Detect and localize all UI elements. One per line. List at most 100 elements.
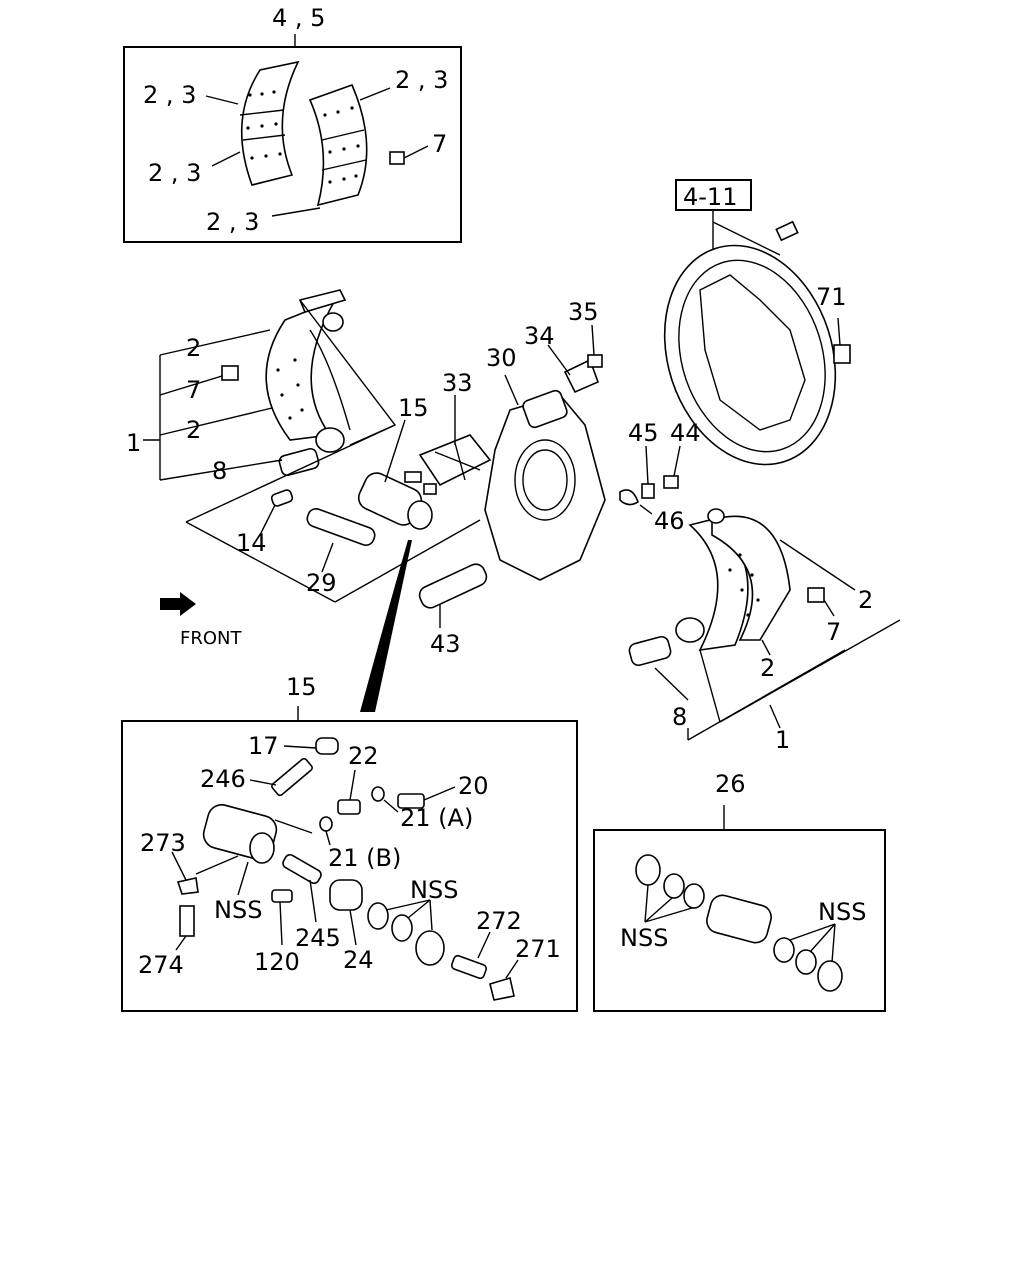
label-shoe-2-left-a: 2 bbox=[186, 334, 201, 362]
brake-lining-left[interactable] bbox=[240, 60, 300, 186]
brake-bracket-group: 30 33 34 35 45 44 46 43 bbox=[417, 298, 701, 658]
label-rivet-7-top: 7 bbox=[432, 130, 447, 158]
detail-inset-frame bbox=[121, 720, 578, 1012]
label-part-20: 20 bbox=[458, 772, 489, 800]
lining-inset: 4 , 5 7 2 , 3 2 , 3 2 , 3 2 , 3 bbox=[123, 4, 462, 243]
front-indicator: FRONT bbox=[160, 592, 242, 649]
label-part-22: 22 bbox=[348, 742, 379, 770]
label-shoe-2-right-b: 2 bbox=[760, 654, 775, 682]
label-lining-2-3-d: 2 , 3 bbox=[206, 208, 259, 236]
shoe-roller-left[interactable] bbox=[315, 427, 345, 453]
clip-part-45[interactable] bbox=[641, 483, 655, 499]
label-part-45: 45 bbox=[628, 419, 659, 447]
bolt-part-272[interactable] bbox=[450, 954, 488, 980]
bolt-part-71[interactable] bbox=[833, 344, 851, 364]
kit-seal-d[interactable] bbox=[773, 937, 795, 963]
brake-bracket-30[interactable] bbox=[484, 394, 606, 581]
label-part-274: 274 bbox=[138, 951, 184, 979]
label-assy-4-11: 4-11 bbox=[683, 183, 737, 211]
bolt-top-plate[interactable] bbox=[775, 220, 799, 242]
label-part-271: 271 bbox=[515, 935, 561, 963]
bolt-part-20[interactable] bbox=[397, 793, 425, 809]
label-kit-nss-right: NSS bbox=[818, 898, 866, 926]
bleeder-cap-17[interactable] bbox=[315, 737, 339, 755]
pin-part-14[interactable] bbox=[270, 489, 294, 507]
wheel-cylinder-detail-inset: 15 17 246 22 20 21 (A) 21 (B) NSS bbox=[121, 673, 578, 1012]
roller-part-8[interactable] bbox=[278, 447, 320, 477]
label-kit-26: 26 bbox=[715, 770, 746, 798]
front-arrow-icon bbox=[160, 592, 196, 616]
clip-part-34[interactable] bbox=[563, 358, 600, 394]
label-bolt-71: 71 bbox=[816, 283, 847, 311]
detail-pointer bbox=[360, 540, 412, 712]
kit-seal-b[interactable] bbox=[663, 873, 685, 899]
label-part-245: 245 bbox=[295, 924, 341, 952]
label-lining-2-3-c: 2 , 3 bbox=[395, 66, 448, 94]
kit-seal-e[interactable] bbox=[795, 949, 817, 975]
label-part-246: 246 bbox=[200, 765, 246, 793]
rivet-part-7-right[interactable] bbox=[807, 587, 825, 603]
kit-inset-frame bbox=[593, 829, 886, 1012]
kit-seal-c[interactable] bbox=[683, 883, 705, 909]
label-part-34: 34 bbox=[524, 322, 555, 350]
label-part-24: 24 bbox=[343, 946, 374, 974]
washer-21a[interactable] bbox=[371, 786, 385, 802]
label-part-273: 273 bbox=[140, 829, 186, 857]
label-part-33: 33 bbox=[442, 369, 473, 397]
bleeder-screw-246[interactable] bbox=[271, 757, 314, 797]
label-4-5: 4 , 5 bbox=[272, 4, 325, 32]
label-roller-8-right: 8 bbox=[672, 703, 687, 731]
label-roller-8-left: 8 bbox=[212, 457, 227, 485]
label-detail-15: 15 bbox=[286, 673, 317, 701]
clip-part-273[interactable] bbox=[176, 877, 199, 895]
label-nss-seals: NSS bbox=[410, 876, 458, 904]
spring-clip-part-46[interactable] bbox=[619, 489, 639, 506]
dust-boot-a[interactable] bbox=[415, 930, 445, 966]
connector-part-22[interactable] bbox=[337, 799, 361, 815]
label-kit-nss-left: NSS bbox=[620, 924, 668, 952]
label-bracket-30: 30 bbox=[486, 344, 517, 372]
repair-kit-inset: 26 NSS NSS bbox=[593, 770, 886, 1012]
label-rivet-7-left: 7 bbox=[186, 376, 201, 404]
label-shoe-2-left-b: 2 bbox=[186, 416, 201, 444]
label-part-120: 120 bbox=[254, 948, 300, 976]
bolt-part-274[interactable] bbox=[179, 905, 195, 937]
label-rivet-7-right: 7 bbox=[826, 618, 841, 646]
push-rod-245[interactable] bbox=[281, 853, 323, 885]
piston-part-24[interactable] bbox=[329, 879, 363, 911]
label-part-44: 44 bbox=[670, 419, 701, 447]
label-pin-14: 14 bbox=[236, 529, 267, 557]
label-part-21b: 21 (B) bbox=[328, 844, 401, 872]
label-part-35: 35 bbox=[568, 298, 599, 326]
shoe-roller-right[interactable] bbox=[675, 617, 705, 643]
label-part-17: 17 bbox=[248, 732, 279, 760]
bolt-part-35[interactable] bbox=[587, 354, 603, 368]
kit-seal-a[interactable] bbox=[635, 854, 661, 886]
left-shoe-assembly: 2 7 2 1 8 14 29 bbox=[126, 289, 481, 603]
label-part-21a: 21 (A) bbox=[400, 804, 473, 832]
kit-seal-f[interactable] bbox=[817, 960, 843, 992]
washer-21b[interactable] bbox=[319, 816, 333, 832]
rivet-part-7-top[interactable] bbox=[389, 151, 405, 165]
label-nss-body: NSS bbox=[214, 896, 262, 924]
pin-part-120[interactable] bbox=[271, 889, 293, 903]
bolt-part-44[interactable] bbox=[663, 475, 679, 489]
label-shoe-assy-1-left: 1 bbox=[126, 429, 141, 457]
lining-inset-frame bbox=[123, 46, 462, 243]
roller-part-8-right[interactable] bbox=[628, 635, 672, 667]
label-shoe-assy-1-right: 1 bbox=[775, 726, 790, 754]
anchor-pin-43[interactable] bbox=[417, 561, 490, 611]
label-part-272: 272 bbox=[476, 907, 522, 935]
dust-cover-plate[interactable] bbox=[637, 223, 862, 487]
spring-part-29[interactable] bbox=[305, 507, 377, 548]
wheel-cylinder-center: 15 bbox=[357, 394, 437, 712]
lock-plate-271[interactable] bbox=[489, 976, 515, 1001]
label-front: FRONT bbox=[180, 628, 242, 649]
seal-cup-a[interactable] bbox=[367, 902, 389, 930]
label-pin-43: 43 bbox=[430, 630, 461, 658]
rivet-part-7-left[interactable] bbox=[221, 365, 239, 381]
label-lining-2-3-a: 2 , 3 bbox=[143, 81, 196, 109]
seal-cup-b[interactable] bbox=[391, 914, 413, 942]
label-spring-29: 29 bbox=[306, 569, 337, 597]
kit-cylinder-body[interactable] bbox=[704, 893, 774, 946]
